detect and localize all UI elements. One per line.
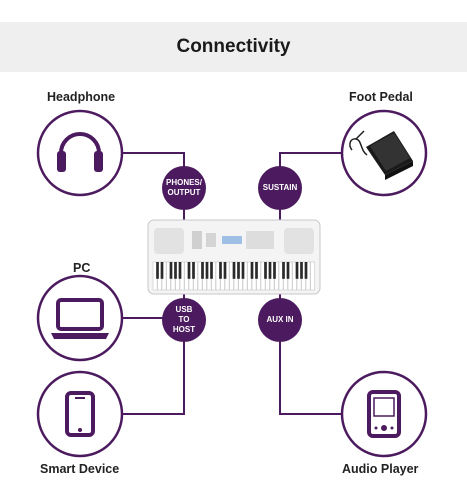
- headphone-circle: [36, 109, 124, 197]
- black-key: [174, 262, 177, 279]
- black-key: [160, 262, 164, 279]
- audio-player-icon: [367, 390, 401, 438]
- black-key: [169, 262, 173, 279]
- black-key: [237, 262, 240, 279]
- black-key: [210, 262, 213, 279]
- port-usb-to-host-label: USB TO HOST: [172, 305, 196, 334]
- black-key: [205, 262, 209, 279]
- headphone-label: Headphone: [47, 90, 116, 104]
- black-key: [223, 262, 227, 279]
- smart-device-label: Smart Device: [40, 462, 120, 476]
- title-banner: Connectivity: [0, 22, 467, 72]
- black-key: [192, 262, 195, 279]
- port-sustain-label: SUSTAIN: [262, 183, 298, 192]
- port-aux-in-label: AUX IN: [266, 315, 294, 324]
- black-key: [255, 262, 258, 279]
- black-key: [156, 262, 159, 279]
- black-key: [250, 262, 254, 279]
- audio-player-label: Audio Player: [342, 462, 419, 476]
- port-sustain: SUSTAIN: [258, 166, 302, 210]
- black-key: [286, 262, 290, 279]
- foot-pedal-label: Foot Pedal: [349, 90, 413, 104]
- port-usb-to-host: USB TO HOST: [162, 298, 206, 342]
- black-key: [201, 262, 204, 279]
- foot-pedal-icon: [349, 130, 413, 180]
- port-phones-output-label: PHONES/ OUTPUT: [165, 178, 202, 197]
- laptop-icon: [51, 298, 109, 339]
- black-key: [178, 262, 182, 279]
- pc-circle: [36, 274, 124, 362]
- headphone-icon: [57, 132, 103, 172]
- white-key: [310, 261, 315, 291]
- black-key: [268, 262, 272, 279]
- smart-device-circle: [36, 370, 124, 458]
- black-key: [264, 262, 267, 279]
- black-keys: [156, 262, 308, 279]
- port-phones-output: PHONES/ OUTPUT: [162, 166, 206, 210]
- black-key: [300, 262, 303, 279]
- black-key: [187, 262, 191, 279]
- black-key: [241, 262, 245, 279]
- pc-label: PC: [73, 261, 91, 275]
- black-key: [273, 262, 276, 279]
- black-key: [295, 262, 299, 279]
- page-title: Connectivity: [176, 36, 291, 57]
- black-key: [282, 262, 285, 279]
- black-key: [232, 262, 236, 279]
- smartphone-icon: [65, 391, 95, 437]
- keyboard-image: [147, 219, 321, 295]
- port-aux-in: AUX IN: [258, 298, 302, 342]
- audio-player-circle: [340, 370, 428, 458]
- black-key: [219, 262, 222, 279]
- black-key: [304, 262, 308, 279]
